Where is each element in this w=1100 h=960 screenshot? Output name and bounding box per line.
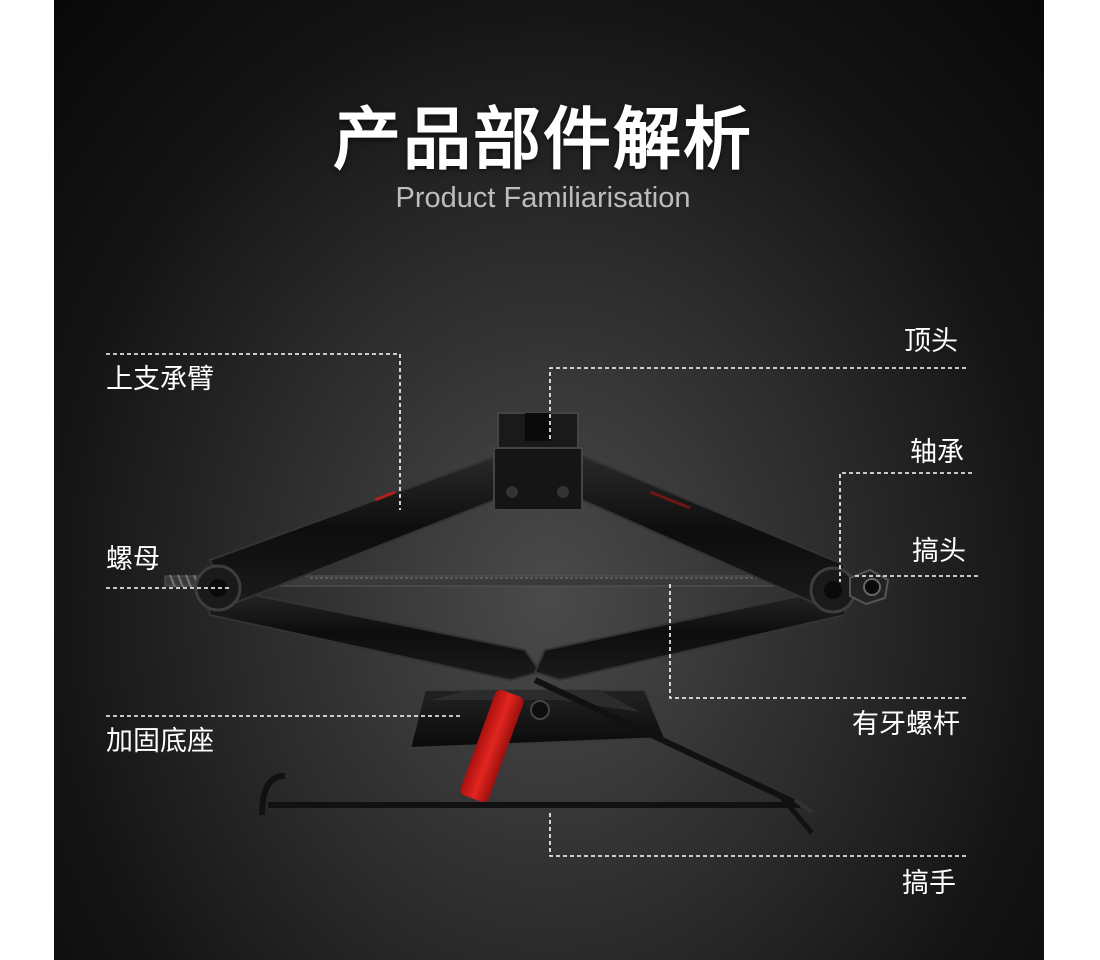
label-base: 加固底座 — [106, 726, 214, 757]
top-head — [493, 412, 583, 511]
label-upper-arm: 上支承臂 — [106, 364, 214, 395]
label-top-head: 顶头 — [904, 326, 958, 357]
label-nut: 螺母 — [106, 544, 160, 575]
page-subtitle: Product Familiarisation — [395, 182, 691, 214]
crank-handle — [259, 677, 814, 835]
label-crank-handle: 搞手 — [902, 868, 956, 899]
page-title: 产品部件解析 — [332, 101, 753, 180]
label-bearing: 轴承 — [910, 437, 964, 468]
crank-eye — [849, 568, 890, 606]
label-threaded-rod: 有牙螺杆 — [852, 709, 960, 740]
lower-arms — [203, 583, 852, 682]
label-crank-head: 搞头 — [912, 536, 966, 567]
